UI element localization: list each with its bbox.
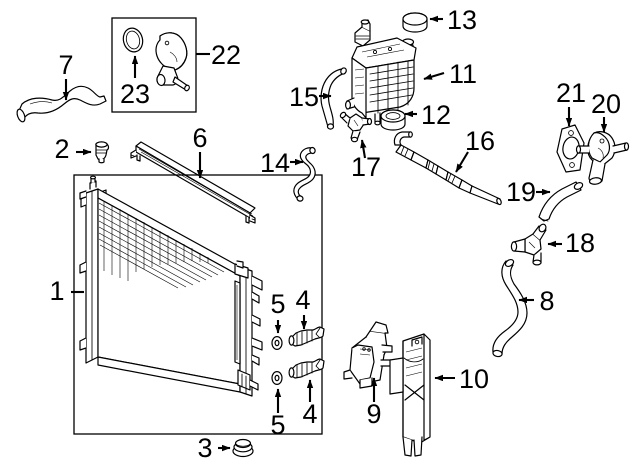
- callout-18: 18: [565, 228, 595, 258]
- leader-lines: [62, 15, 608, 452]
- callout-21: 21: [556, 78, 586, 108]
- thermostat-part22: [155, 32, 190, 92]
- callout-5a: 5: [270, 289, 285, 319]
- callout-3: 3: [197, 433, 212, 463]
- thermostat-detail-inset: [111, 17, 197, 113]
- reservoir-hose-long-part14: [293, 146, 316, 202]
- support-seal-strip-part6: [130, 141, 256, 224]
- mount-cushion-upper-part4: [288, 326, 325, 347]
- water-inlet-gasket-part21: [556, 124, 585, 173]
- callout-23: 23: [120, 79, 150, 109]
- drain-plug-part3: [232, 438, 254, 458]
- callout-12: 12: [421, 100, 451, 130]
- grommet-lower-part5: [271, 371, 283, 386]
- three-way-connector-part17: [339, 111, 373, 143]
- upper-radiator-hose-part7: [16, 85, 107, 123]
- reservoir-grommet-part12: [380, 109, 406, 131]
- callout-9: 9: [366, 399, 381, 429]
- callout-10: 10: [459, 364, 489, 394]
- leader-11: [423, 71, 445, 81]
- callout-4a: 4: [295, 285, 310, 315]
- water-outlet-hose-part19: [538, 181, 584, 222]
- radiator-cap-part2: [95, 141, 110, 164]
- callout-13: 13: [447, 5, 477, 35]
- callout-5b: 5: [270, 410, 285, 440]
- side-air-deflector-part10: [389, 333, 431, 457]
- mount-cushion-lower-part4: [288, 358, 325, 379]
- callout-14: 14: [260, 148, 290, 178]
- radiator-assembly-part1: [79, 175, 263, 397]
- leader-17: [360, 139, 367, 159]
- callout-11: 11: [449, 59, 477, 89]
- grommet-upper-part5: [271, 336, 283, 351]
- lower-water-hose-part8: [492, 258, 528, 358]
- water-by-pass-pipe-part16: [393, 131, 502, 206]
- callout-17: 17: [351, 152, 381, 182]
- thermostat-gasket-part23: [122, 27, 144, 53]
- callout-4b: 4: [302, 399, 317, 429]
- water-inlet-housing-part20: [575, 131, 630, 185]
- callout-19: 19: [506, 177, 536, 207]
- callout-15: 15: [289, 82, 319, 112]
- callout-labels: 1 2 3 4 4 5 5 6 7 8 9 10 11 12 13 14 15 …: [49, 5, 621, 463]
- reservoir-cap-part13: [402, 12, 428, 33]
- coolant-reservoir-tank-part11: [345, 19, 417, 126]
- callout-7: 7: [58, 50, 73, 80]
- callout-1: 1: [49, 276, 64, 306]
- callout-8: 8: [539, 286, 554, 316]
- callout-22: 22: [211, 40, 241, 70]
- air-guide-bracket-part9: [343, 321, 393, 389]
- callout-6: 6: [192, 123, 207, 153]
- water-joint-connector-part18: [510, 223, 547, 266]
- reservoir-hose-short-part15: [320, 67, 347, 130]
- callout-20: 20: [591, 89, 621, 119]
- leader-16: [455, 151, 469, 173]
- callout-16: 16: [465, 126, 495, 156]
- callout-2: 2: [54, 134, 69, 164]
